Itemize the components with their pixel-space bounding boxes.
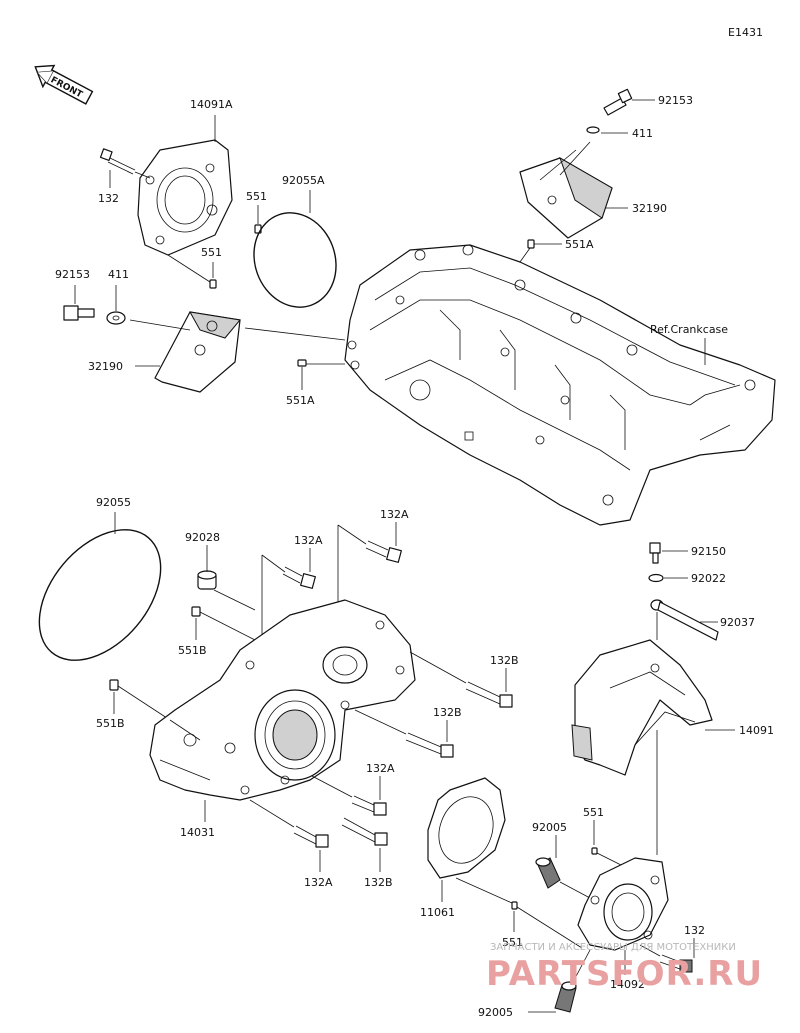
pin-551a-left (297, 359, 307, 367)
bolt-132b-3 (341, 817, 388, 846)
label-92037: 92037 (720, 616, 755, 629)
pin-551a-top (527, 239, 535, 249)
diagram-code: E1431 (728, 26, 763, 39)
label-132b-2: 132B (433, 706, 462, 719)
bolt-132a-1 (282, 566, 316, 589)
pin-551-c (591, 847, 598, 855)
nipple-92005-2 (554, 981, 577, 1013)
bolt-132a-2 (365, 540, 402, 563)
label-92022: 92022 (691, 572, 726, 585)
bushing-92028 (197, 570, 217, 590)
watermark-tagline: ЗАПЧАСТИ И АКСЕССУАРЫ ДЛЯ МОТОТЕХНИКИ (490, 942, 736, 953)
pin-551b-2 (109, 679, 119, 691)
nipple-92005-1 (535, 857, 561, 889)
label-14092: 14092 (610, 978, 645, 991)
bolt-132b-1 (465, 681, 513, 708)
bracket-32190-top (519, 141, 613, 239)
bolt-92153-left (63, 305, 95, 321)
label-132b-3: 132B (364, 876, 393, 889)
label-132a-4: 132A (304, 876, 333, 889)
crankcase (344, 244, 776, 526)
label-14091a: 14091A (190, 98, 233, 111)
label-551-a: 551 (246, 190, 267, 203)
label-32190-left: 32190 (88, 360, 123, 373)
label-551-c: 551 (583, 806, 604, 819)
housing-14092 (577, 857, 669, 951)
o-ring-92055a (253, 212, 337, 308)
label-11061: 11061 (420, 906, 455, 919)
label-92055a: 92055A (282, 174, 325, 187)
label-14031: 14031 (180, 826, 215, 839)
label-132-top: 132 (98, 192, 119, 205)
label-551a-top: 551A (565, 238, 594, 251)
label-551a-left: 551A (286, 394, 315, 407)
label-411-left: 411 (108, 268, 129, 281)
washer-411-top (586, 126, 600, 134)
clamp-92037 (650, 599, 719, 641)
label-551b-2: 551B (96, 717, 125, 730)
label-14091: 14091 (739, 724, 774, 737)
label-411-top: 411 (632, 127, 653, 140)
label-92005-1: 92005 (532, 821, 567, 834)
label-132-bot: 132 (684, 924, 705, 937)
ref-crankcase-label: Ref.Crankcase (650, 323, 728, 336)
cover-14031 (149, 599, 416, 801)
label-92028: 92028 (185, 531, 220, 544)
bolt-132b-2 (405, 732, 454, 758)
watermark-logo: PARTSFOR.RU (486, 954, 763, 994)
bolt-132a-3 (351, 795, 387, 816)
pin-551b-1 (191, 606, 201, 617)
guard-14091 (571, 639, 713, 776)
label-92150: 92150 (691, 545, 726, 558)
label-551-b: 551 (201, 246, 222, 259)
cover-14091a (137, 139, 233, 256)
label-92153-left: 92153 (55, 268, 90, 281)
washer-92022 (648, 573, 664, 583)
label-132b-1: 132B (490, 654, 519, 667)
label-92153-top: 92153 (658, 94, 693, 107)
bolt-132a-4 (293, 825, 329, 848)
label-92055: 92055 (96, 496, 131, 509)
label-551b-1: 551B (178, 644, 207, 657)
front-arrow-icon: FRONT (34, 64, 94, 105)
pin-551-d (511, 901, 518, 910)
label-32190-top: 32190 (632, 202, 667, 215)
o-ring-92055 (38, 529, 162, 661)
label-132a-3: 132A (366, 762, 395, 775)
pin-551-b (209, 279, 217, 289)
gasket-11061 (427, 777, 506, 879)
bracket-32190-left (154, 311, 241, 393)
bolt-132-top (99, 148, 136, 175)
washer-411-left (106, 311, 126, 325)
label-551-d: 551 (502, 936, 523, 949)
bolt-92153-top (603, 88, 633, 116)
bolt-132-bot (659, 954, 693, 973)
label-92005-2: 92005 (478, 1006, 513, 1019)
bolt-92150 (649, 542, 661, 564)
label-132a-1: 132A (294, 534, 323, 547)
label-132a-2: 132A (380, 508, 409, 521)
